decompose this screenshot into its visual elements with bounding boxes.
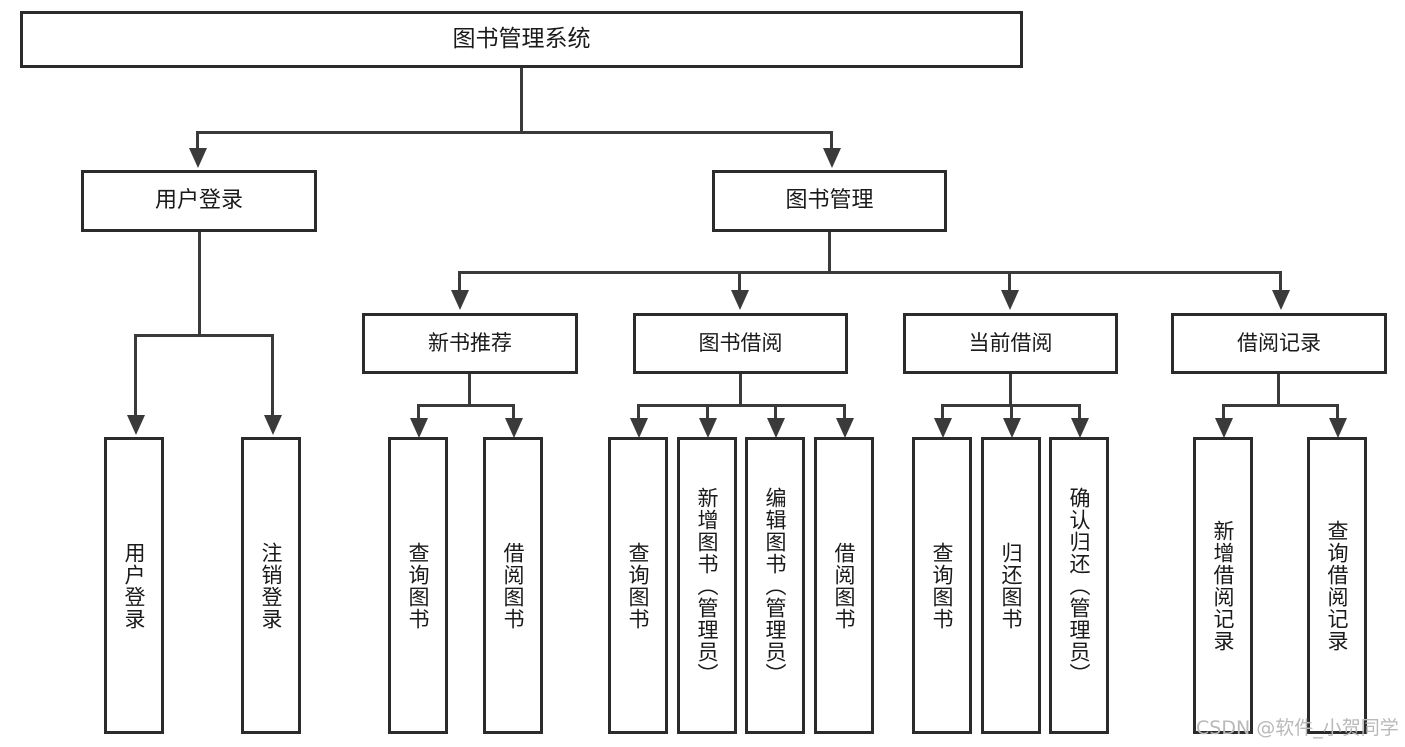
leaf-current-borrow-query-book[interactable]: 查询图书 bbox=[912, 437, 972, 734]
node-label: 图书管理系统 bbox=[452, 26, 591, 53]
edge-new-book-to-leaf-1 bbox=[417, 404, 420, 422]
node-label: 编辑图书（管理员） bbox=[763, 486, 788, 685]
leaf-book-borrow-add-book[interactable]: 新增图书（管理员） bbox=[677, 437, 737, 734]
edge-book-borrow-to-leaf-3 bbox=[774, 404, 777, 422]
arrow-new-book-to-leaf-2 bbox=[505, 418, 523, 438]
arrow-root-to-user-login bbox=[189, 148, 207, 168]
node-root-system[interactable]: 图书管理系统 bbox=[20, 11, 1023, 68]
arrow-book-borrow-to-leaf-1 bbox=[630, 418, 648, 438]
leaf-user-login-logout[interactable]: 注销登录 bbox=[241, 437, 301, 734]
node-label: 查询借阅记录 bbox=[1325, 519, 1350, 652]
node-label: 新增借阅记录 bbox=[1211, 519, 1236, 652]
arrow-user-login-to-leaf-2 bbox=[264, 415, 282, 435]
arrow-current-borrow-to-leaf-3 bbox=[1071, 418, 1089, 438]
edge-borrow-record-stem bbox=[1277, 374, 1280, 406]
edge-current-borrow-stem bbox=[1009, 374, 1012, 406]
edge-book-manage-stem bbox=[828, 232, 831, 274]
node-new-book-recommend[interactable]: 新书推荐 bbox=[362, 313, 578, 374]
edge-user-login-to-leaf-1 bbox=[134, 334, 137, 418]
leaf-new-book-borrow-book[interactable]: 借阅图书 bbox=[483, 437, 543, 734]
edge-borrow-record-bus bbox=[1222, 404, 1339, 407]
node-label: 归还图书 bbox=[999, 541, 1024, 630]
arrow-user-login-to-leaf-1 bbox=[127, 415, 145, 435]
node-label: 新增图书（管理员） bbox=[695, 486, 720, 685]
edge-user-login-bus bbox=[134, 334, 274, 337]
edge-root-stem bbox=[520, 68, 523, 131]
arrow-new-book-to-leaf-1 bbox=[410, 418, 428, 438]
node-user-login[interactable]: 用户登录 bbox=[81, 170, 317, 232]
edge-book-manage-to-borrow bbox=[738, 271, 741, 293]
edge-book-borrow-to-leaf-2 bbox=[706, 404, 709, 422]
edge-user-login-stem bbox=[198, 232, 201, 336]
edge-borrow-record-to-leaf-1 bbox=[1222, 404, 1225, 422]
node-label: 注销登录 bbox=[259, 541, 284, 630]
edge-book-borrow-to-leaf-4 bbox=[843, 404, 846, 422]
node-borrow-record[interactable]: 借阅记录 bbox=[1171, 313, 1387, 374]
edge-book-borrow-bus bbox=[637, 404, 846, 407]
edge-current-borrow-to-leaf-1 bbox=[941, 404, 944, 422]
node-label: 借阅记录 bbox=[1237, 331, 1321, 356]
node-label: 借阅图书 bbox=[832, 541, 857, 630]
edge-root-to-user-login bbox=[196, 131, 199, 151]
arrow-current-borrow-to-leaf-2 bbox=[1003, 418, 1021, 438]
arrow-book-manage-to-record bbox=[1272, 290, 1290, 310]
node-label: 用户登录 bbox=[122, 541, 147, 630]
arrow-book-borrow-to-leaf-3 bbox=[767, 418, 785, 438]
node-label: 确认归还（管理员） bbox=[1067, 486, 1092, 685]
node-current-borrow[interactable]: 当前借阅 bbox=[903, 313, 1118, 374]
leaf-book-borrow-borrow-book[interactable]: 借阅图书 bbox=[814, 437, 874, 734]
leaf-book-borrow-edit-book[interactable]: 编辑图书（管理员） bbox=[745, 437, 805, 734]
edge-new-book-bus bbox=[417, 404, 515, 407]
edge-book-borrow-stem bbox=[739, 374, 742, 406]
edge-root-bus bbox=[196, 131, 833, 134]
edge-book-manage-bus bbox=[458, 271, 1282, 274]
node-label: 查询图书 bbox=[406, 541, 431, 630]
edge-current-borrow-to-leaf-2 bbox=[1010, 404, 1013, 422]
leaf-borrow-record-query-record[interactable]: 查询借阅记录 bbox=[1307, 437, 1367, 734]
edge-book-manage-to-new-book bbox=[458, 271, 461, 293]
leaf-user-login-login[interactable]: 用户登录 bbox=[104, 437, 164, 734]
arrow-borrow-record-to-leaf-2 bbox=[1329, 418, 1347, 438]
edge-book-manage-to-current bbox=[1008, 271, 1011, 293]
leaf-current-borrow-return-book[interactable]: 归还图书 bbox=[981, 437, 1041, 734]
edge-user-login-to-leaf-2 bbox=[271, 334, 274, 418]
node-book-borrow[interactable]: 图书借阅 bbox=[633, 313, 848, 374]
edge-borrow-record-to-leaf-2 bbox=[1336, 404, 1339, 422]
edge-new-book-to-leaf-2 bbox=[512, 404, 515, 422]
edge-new-book-stem bbox=[468, 374, 471, 406]
edge-book-borrow-to-leaf-1 bbox=[637, 404, 640, 422]
arrow-book-manage-to-new-book bbox=[451, 290, 469, 310]
arrow-book-manage-to-borrow bbox=[731, 290, 749, 310]
node-label: 新书推荐 bbox=[428, 331, 512, 356]
leaf-new-book-query-book[interactable]: 查询图书 bbox=[388, 437, 448, 734]
arrow-current-borrow-to-leaf-1 bbox=[934, 418, 952, 438]
node-label: 当前借阅 bbox=[968, 331, 1053, 356]
arrow-book-manage-to-current bbox=[1001, 290, 1019, 310]
leaf-current-borrow-confirm-return[interactable]: 确认归还（管理员） bbox=[1049, 437, 1109, 734]
arrow-book-borrow-to-leaf-4 bbox=[836, 418, 854, 438]
node-label: 用户登录 bbox=[154, 188, 243, 214]
leaf-borrow-record-add-record[interactable]: 新增借阅记录 bbox=[1193, 437, 1253, 734]
arrow-root-to-book-manage bbox=[823, 148, 841, 168]
csdn-watermark: CSDN @软件_小贺同学 bbox=[1196, 717, 1399, 739]
node-label: 图书借阅 bbox=[698, 331, 783, 356]
node-label: 查询图书 bbox=[930, 541, 955, 630]
leaf-book-borrow-query-book[interactable]: 查询图书 bbox=[608, 437, 668, 734]
node-label: 查询图书 bbox=[626, 541, 651, 630]
node-label: 借阅图书 bbox=[501, 541, 526, 630]
edge-root-to-book-manage bbox=[830, 131, 833, 151]
node-label: 图书管理 bbox=[785, 188, 874, 214]
arrow-book-borrow-to-leaf-2 bbox=[699, 418, 717, 438]
arrow-borrow-record-to-leaf-1 bbox=[1215, 418, 1233, 438]
node-book-management[interactable]: 图书管理 bbox=[712, 170, 947, 232]
edge-current-borrow-to-leaf-3 bbox=[1078, 404, 1081, 422]
edge-book-manage-to-record bbox=[1279, 271, 1282, 293]
